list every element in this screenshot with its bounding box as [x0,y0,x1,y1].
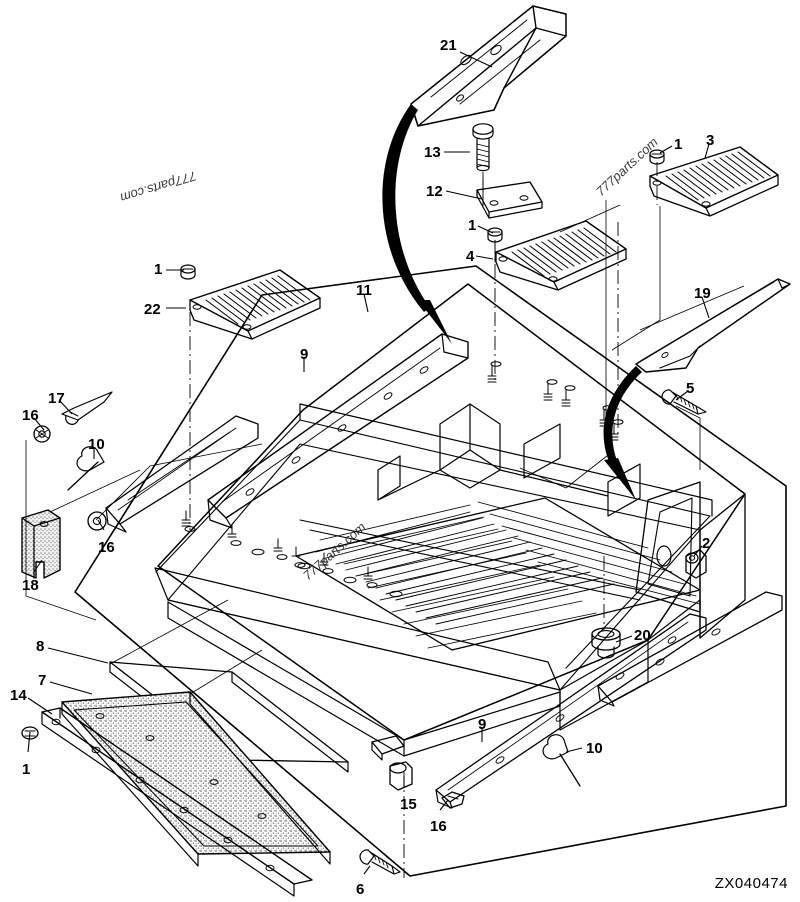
part-10-rivet-left [67,446,105,491]
callout-16-upper[interactable]: 16 [22,407,39,424]
callout-6[interactable]: 6 [356,881,365,898]
part-10-rivet-right [542,734,581,787]
leader-7 [49,681,93,695]
callout-12[interactable]: 12 [426,183,443,200]
assembly-arrow-right-head [604,458,636,500]
leader-12 [445,190,483,200]
part-16-washer-mid [87,511,107,531]
leader-17 [59,400,73,415]
callout-2[interactable]: 2 [702,535,711,552]
construction-lines [25,200,745,695]
callout-9-upper[interactable]: 9 [300,346,309,363]
callout-16-lower[interactable]: 16 [430,818,447,835]
drawing-number: ZX040474 [714,875,788,892]
part-12-flat-plate [476,181,543,219]
callout-8[interactable]: 8 [36,638,45,655]
leader-16-lower [439,799,449,811]
leader-18 [33,559,43,573]
leader-8 [47,647,109,664]
callout-19[interactable]: 19 [694,285,711,302]
callout-10-right[interactable]: 10 [586,740,603,757]
leader-1-top-center [477,225,494,234]
body-tab-lower [371,735,405,761]
leader-1-bottom-left [27,731,31,753]
callout-20[interactable]: 20 [634,627,651,644]
leader-11 [363,293,369,313]
callout-5[interactable]: 5 [686,380,695,397]
part-18-bracket [21,509,61,579]
part-9-rail-upper [105,415,259,533]
leader-10-right [565,747,583,753]
part-15-collar [389,761,413,791]
assembly-arrow-left-shaft [382,104,430,312]
leader-2 [693,545,703,557]
part-4-step-grate [495,220,627,291]
callout-9-lower[interactable]: 9 [478,716,487,733]
callout-15[interactable]: 15 [400,796,417,813]
part-6-screw [359,849,401,875]
leader-19 [701,296,710,319]
leader-6 [363,865,371,875]
callout-18[interactable]: 18 [22,577,39,594]
callout-1-top-center[interactable]: 1 [468,217,477,234]
inner-bolt-row-2 [251,548,403,598]
leader-16-mid [97,519,105,531]
callout-17[interactable]: 17 [48,390,65,407]
assembly-arrow-right-shaft [603,366,642,472]
callout-14[interactable]: 14 [10,687,27,704]
assembly-arrows [382,104,642,500]
inner-bolt-row [181,510,378,588]
callout-7[interactable]: 7 [38,672,47,689]
alignment-centerlines [189,162,658,878]
part-20-grommet [591,627,621,659]
callout-21[interactable]: 21 [440,37,457,54]
callout-11[interactable]: 11 [356,282,372,299]
internal-ribs [377,403,641,517]
callout-13[interactable]: 13 [424,144,441,161]
leader-14 [27,697,53,715]
part-1-nut-left [180,264,196,280]
deck-standing-bolts [487,361,624,441]
leader-20 [615,635,633,643]
part-5-hex-bolt [661,389,707,415]
leader-21 [459,51,493,68]
callout-leader-lines [27,51,710,875]
main-deck-body [74,265,787,877]
part-17-pin [61,391,113,425]
callout-16-mid[interactable]: 16 [98,539,115,556]
callout-22[interactable]: 22 [144,301,161,318]
part-19-side-strip [635,278,791,373]
leader-5 [675,390,689,401]
part-3-step-grate [649,146,779,217]
leader-16-upper [33,417,45,431]
callout-10-left[interactable]: 10 [88,436,105,453]
leader-4 [475,255,494,260]
part-14-edge-rail [41,707,313,897]
leader-3 [704,143,710,159]
right-gusset [635,481,701,613]
callout-3[interactable]: 3 [706,132,715,149]
callout-4[interactable]: 4 [466,248,475,265]
callout-1-bottom-left[interactable]: 1 [22,761,31,778]
callout-1-top-right[interactable]: 1 [674,136,683,153]
part-21-angle-rail [410,5,567,127]
right-lower-strip [597,591,783,707]
part-11-body-edge [207,333,469,529]
part-22-step-grate [189,269,321,340]
leader-1-top-right [659,145,673,154]
part-16-washer-upper [33,425,51,443]
assembly-arrow-left-head [418,300,452,344]
callout-1-left[interactable]: 1 [154,261,163,278]
